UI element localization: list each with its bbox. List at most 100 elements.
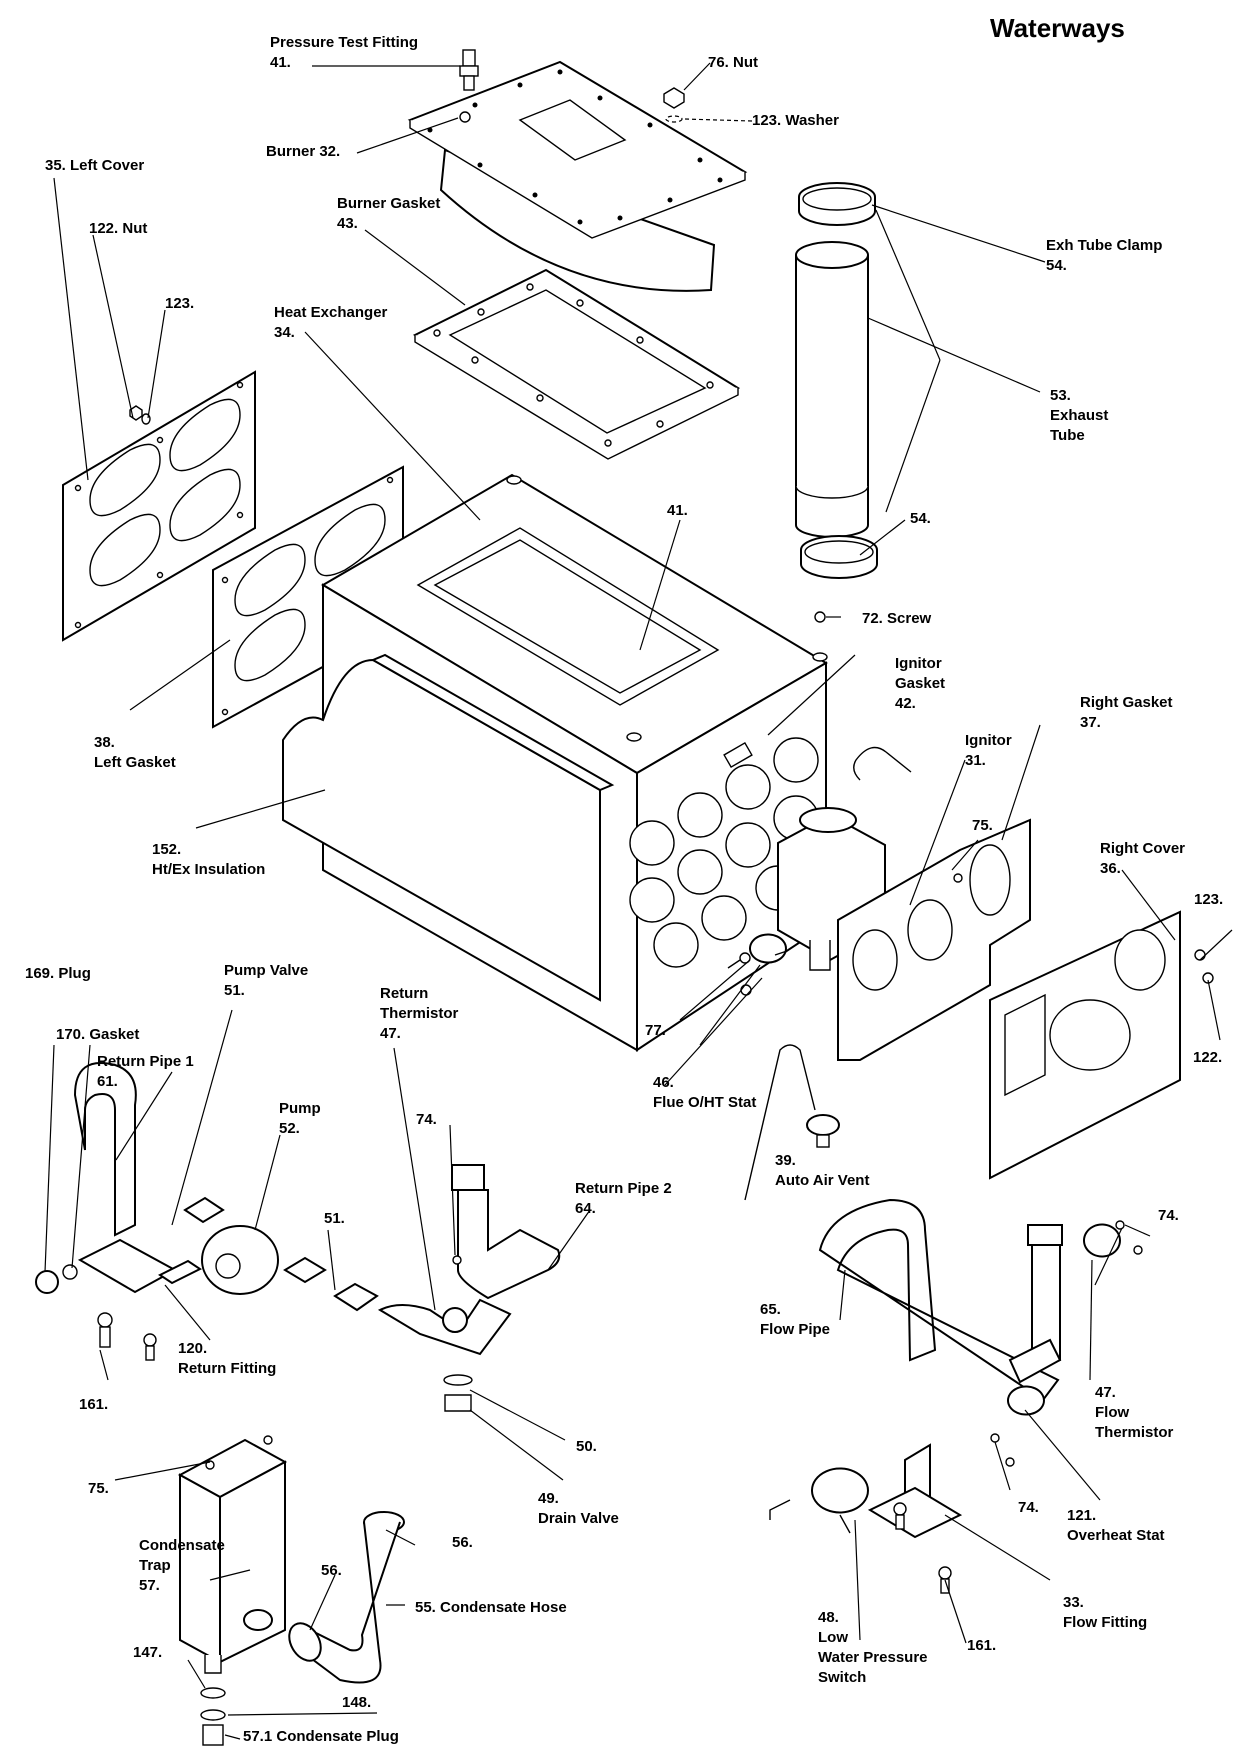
burner-gasket-part <box>412 268 741 460</box>
insulation-part <box>282 653 615 1002</box>
label-line: 38. <box>94 734 115 751</box>
label-l123w: 123. Washer <box>752 112 839 129</box>
label-line: 52. <box>279 1120 300 1137</box>
label-l51b: 51. <box>324 1210 345 1227</box>
label-l54b: 54. <box>910 510 931 527</box>
label-line: Drain Valve <box>538 1510 619 1527</box>
label-line: 152. <box>152 841 181 858</box>
label-l122a: 122. Nut <box>89 220 147 237</box>
screw-parts <box>97 611 1214 1594</box>
exhaust-tube-part <box>795 182 878 579</box>
label-line: 161. <box>79 1396 108 1413</box>
label-l120: 120.Return Fitting <box>178 1340 276 1377</box>
label-line: Ht/Ex Insulation <box>152 861 265 878</box>
label-l33: 33. Flow Fitting <box>1063 1594 1147 1631</box>
label-line: 41. <box>667 502 688 519</box>
label-line: 54. <box>1046 257 1067 274</box>
label-l170: 170. Gasket <box>56 1026 139 1043</box>
label-line: 169. Plug <box>25 965 91 982</box>
burner-nut-part <box>663 87 685 123</box>
label-l36: Right Cover 36. <box>1100 840 1185 877</box>
label-line: 55. Condensate Hose <box>415 1599 567 1616</box>
label-line: Switch <box>818 1669 866 1686</box>
label-line: 61. <box>97 1073 118 1090</box>
label-line: Overheat Stat <box>1067 1527 1165 1544</box>
label-line: 123. <box>1194 891 1223 908</box>
label-line: 123. Washer <box>752 112 839 129</box>
label-l75b: 75. <box>88 1480 109 1497</box>
label-line: 35. Left Cover <box>45 157 144 174</box>
label-line: 54. <box>910 510 931 527</box>
label-l72: 72. Screw <box>862 610 932 627</box>
label-l74c: 74. <box>1018 1499 1039 1516</box>
label-line: Pressure Test Fitting <box>270 34 418 51</box>
label-line: Right Gasket <box>1080 694 1173 711</box>
label-line: Water Pressure <box>818 1649 928 1666</box>
label-line: 65. <box>760 1301 781 1318</box>
label-line: 31. <box>965 752 986 769</box>
label-l75a: 75. <box>972 817 993 834</box>
label-line: Right Cover <box>1100 840 1185 857</box>
label-line: 77. <box>645 1022 666 1039</box>
label-line: 72. Screw <box>862 610 932 627</box>
label-line: 49. <box>538 1490 559 1507</box>
label-line: 122. <box>1193 1049 1222 1066</box>
label-line: 74. <box>1018 1499 1039 1516</box>
label-l76: 76. Nut <box>708 54 758 71</box>
label-line: Low <box>818 1629 848 1646</box>
label-l41b: 41. <box>667 502 688 519</box>
label-line: Gasket <box>895 675 945 692</box>
diagram-title: Waterways <box>990 13 1125 43</box>
label-l121: 121.Overheat Stat <box>1067 1507 1165 1544</box>
label-l74b: 74. <box>1158 1207 1179 1224</box>
pump-assembly-part <box>35 1062 379 1312</box>
label-line: 56. <box>452 1534 473 1551</box>
label-line: 42. <box>895 695 916 712</box>
label-line: 57. <box>139 1577 160 1594</box>
label-line: 47. <box>1095 1384 1116 1401</box>
label-line: 170. Gasket <box>56 1026 139 1043</box>
label-line: Return <box>380 985 428 1002</box>
return-pipe-2-part <box>377 1164 561 1412</box>
label-line: Flow Fitting <box>1063 1614 1147 1631</box>
label-l65: 65. Flow Pipe <box>760 1301 830 1338</box>
label-line: 50. <box>576 1438 597 1455</box>
label-line: Exhaust <box>1050 407 1108 424</box>
label-line: 37. <box>1080 714 1101 731</box>
label-l37: Right Gasket 37. <box>1080 694 1173 731</box>
label-l38: 38. Left Gasket <box>94 734 176 771</box>
label-line: Return Pipe 2 <box>575 1180 672 1197</box>
label-line: 33. <box>1063 1594 1084 1611</box>
condensate-trap-part <box>177 1438 288 1746</box>
label-line: 57.1 Condensate Plug <box>243 1728 399 1745</box>
stat-parts <box>727 933 1121 1534</box>
label-line: 122. Nut <box>89 220 147 237</box>
label-line: Ignitor <box>895 655 942 672</box>
label-line: 53. <box>1050 387 1071 404</box>
label-line: Burner Gasket <box>337 195 440 212</box>
label-line: Flue O/HT Stat <box>653 1094 756 1111</box>
label-line: 56. <box>321 1562 342 1579</box>
label-l32: Burner 32. <box>266 143 340 160</box>
label-l161a: 161. <box>79 1396 108 1413</box>
label-line: Left Gasket <box>94 754 176 771</box>
label-l123a: 123. <box>165 295 194 312</box>
label-line: 47. <box>380 1025 401 1042</box>
label-l49: 49. Drain Valve <box>538 1490 619 1527</box>
label-line: 34. <box>274 324 295 341</box>
label-line: Condensate <box>139 1537 225 1554</box>
label-line: 36. <box>1100 860 1121 877</box>
flow-pipe-part <box>818 1198 1063 1539</box>
label-line: Flow Pipe <box>760 1321 830 1338</box>
label-line: 51. <box>224 982 245 999</box>
label-line: 148. <box>342 1694 371 1711</box>
burner-part <box>407 60 748 292</box>
